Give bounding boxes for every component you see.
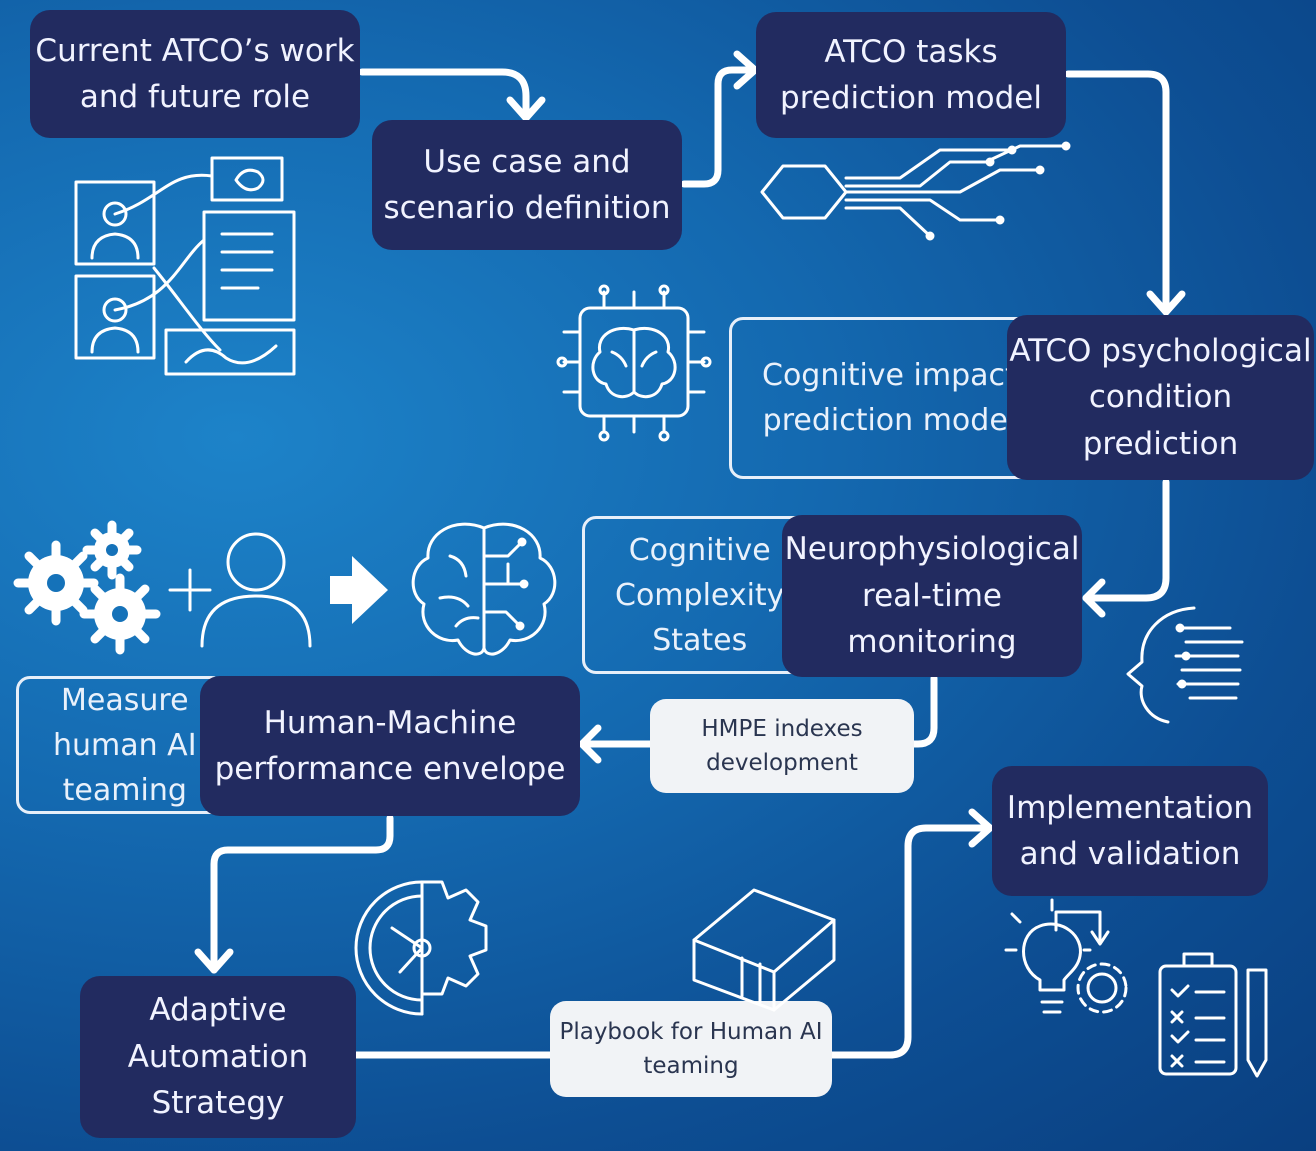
arrowhead-tasks	[733, 50, 759, 90]
arrowhead-envelope	[578, 724, 602, 764]
connector-psych-to-neuro	[1082, 478, 1170, 602]
node-adaptive-strategy: Adaptive Automation Strategy	[80, 976, 356, 1138]
node-playbook: Playbook for Human AI teaming	[550, 1001, 832, 1097]
node-cognitive-impact: Cognitive impact prediction model	[729, 317, 1049, 479]
connector-usecase-to-tasks	[680, 66, 759, 188]
node-hmpe-envelope: Human-Machine performance envelope	[200, 676, 580, 816]
connector-neuro-to-envelope	[578, 674, 938, 748]
connector-tasks-to-psych	[1064, 70, 1170, 316]
arrowhead-usecase	[506, 96, 546, 122]
node-neuro-monitoring: Neurophysiological real-time monitoring	[782, 515, 1082, 677]
node-hmpe-indexes: HMPE indexes development	[650, 699, 914, 793]
node-tasks-model: ATCO tasks prediction model	[756, 12, 1066, 138]
arrowhead-implementation	[968, 808, 994, 848]
node-use-case: Use case and scenario definition	[372, 120, 682, 250]
node-implementation: Implementation and validation	[992, 766, 1268, 896]
node-measure-teaming: Measure human AI teaming	[16, 676, 226, 814]
node-current-role: Current ATCO’s work and future role	[30, 10, 360, 138]
node-psych-condition: ATCO psychological condition prediction	[1007, 315, 1314, 480]
node-complexity-states: Cognitive Complexity States	[582, 516, 822, 674]
arrowhead-adaptive	[194, 948, 234, 974]
connector-role-to-usecase	[358, 68, 530, 122]
connector-envelope-to-adaptive	[210, 814, 394, 974]
arrowhead-neuro	[1082, 578, 1106, 618]
arrowhead-psych	[1146, 290, 1186, 316]
connector-adaptive-to-implementation	[352, 824, 994, 1059]
